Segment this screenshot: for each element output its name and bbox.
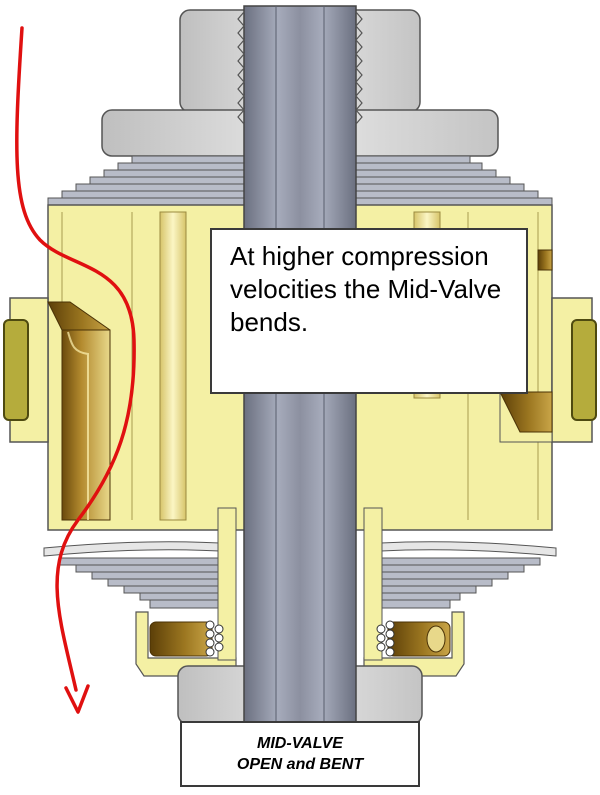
caption-line-1: MID-VALVE [257,735,343,752]
explanation-callout: At higher compression velocities the Mid… [210,228,528,394]
spring-coils-left [205,620,224,657]
piston-band-left [3,319,29,421]
left-compression-port [47,301,111,521]
right-rebound-port [499,249,553,443]
curved-red-flow-arrow-icon [15,26,136,714]
piston-post-left [159,211,187,521]
spring-coils-right [376,620,395,657]
lower-shim-stack [43,541,557,609]
diagram-caption: MID-VALVE OPEN and BENT [180,721,420,787]
lower-spring-cup [135,507,465,677]
caption-line-2: OPEN and BENT [236,756,364,773]
piston-band-right [571,319,597,421]
callout-text: At higher compression velocities the Mid… [230,241,502,337]
